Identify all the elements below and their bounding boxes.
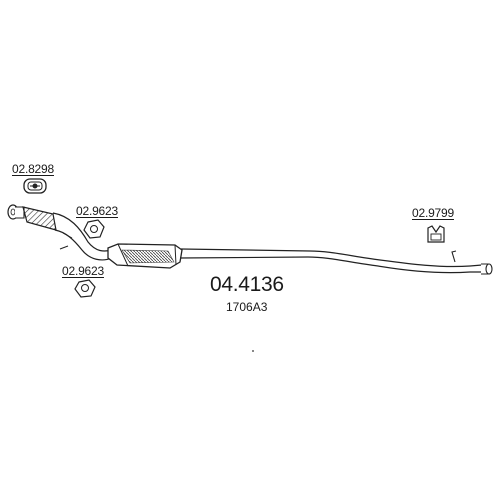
rear-outlet [481, 263, 493, 275]
main-pipe [179, 248, 483, 274]
rubber-mount-code-label: 02.9799 [412, 206, 454, 220]
flex-pipe [22, 206, 57, 231]
gasket-lower-part [74, 279, 96, 298]
stray-dot [252, 350, 254, 352]
down-pipe [52, 212, 113, 261]
catalytic-converter [107, 243, 183, 269]
part-number: 04.4136 [210, 273, 284, 296]
rubber-mount-part [427, 225, 445, 243]
gasket-lower-code-label: 02.9623 [62, 264, 104, 278]
clamp-part [23, 178, 47, 194]
clamp-code-label: 02.8298 [12, 162, 54, 176]
gasket-upper-code-label: 02.9623 [76, 204, 118, 218]
gasket-upper-part [83, 219, 105, 239]
oem-reference: 1706A3 [226, 300, 268, 314]
front-flange [7, 204, 25, 220]
